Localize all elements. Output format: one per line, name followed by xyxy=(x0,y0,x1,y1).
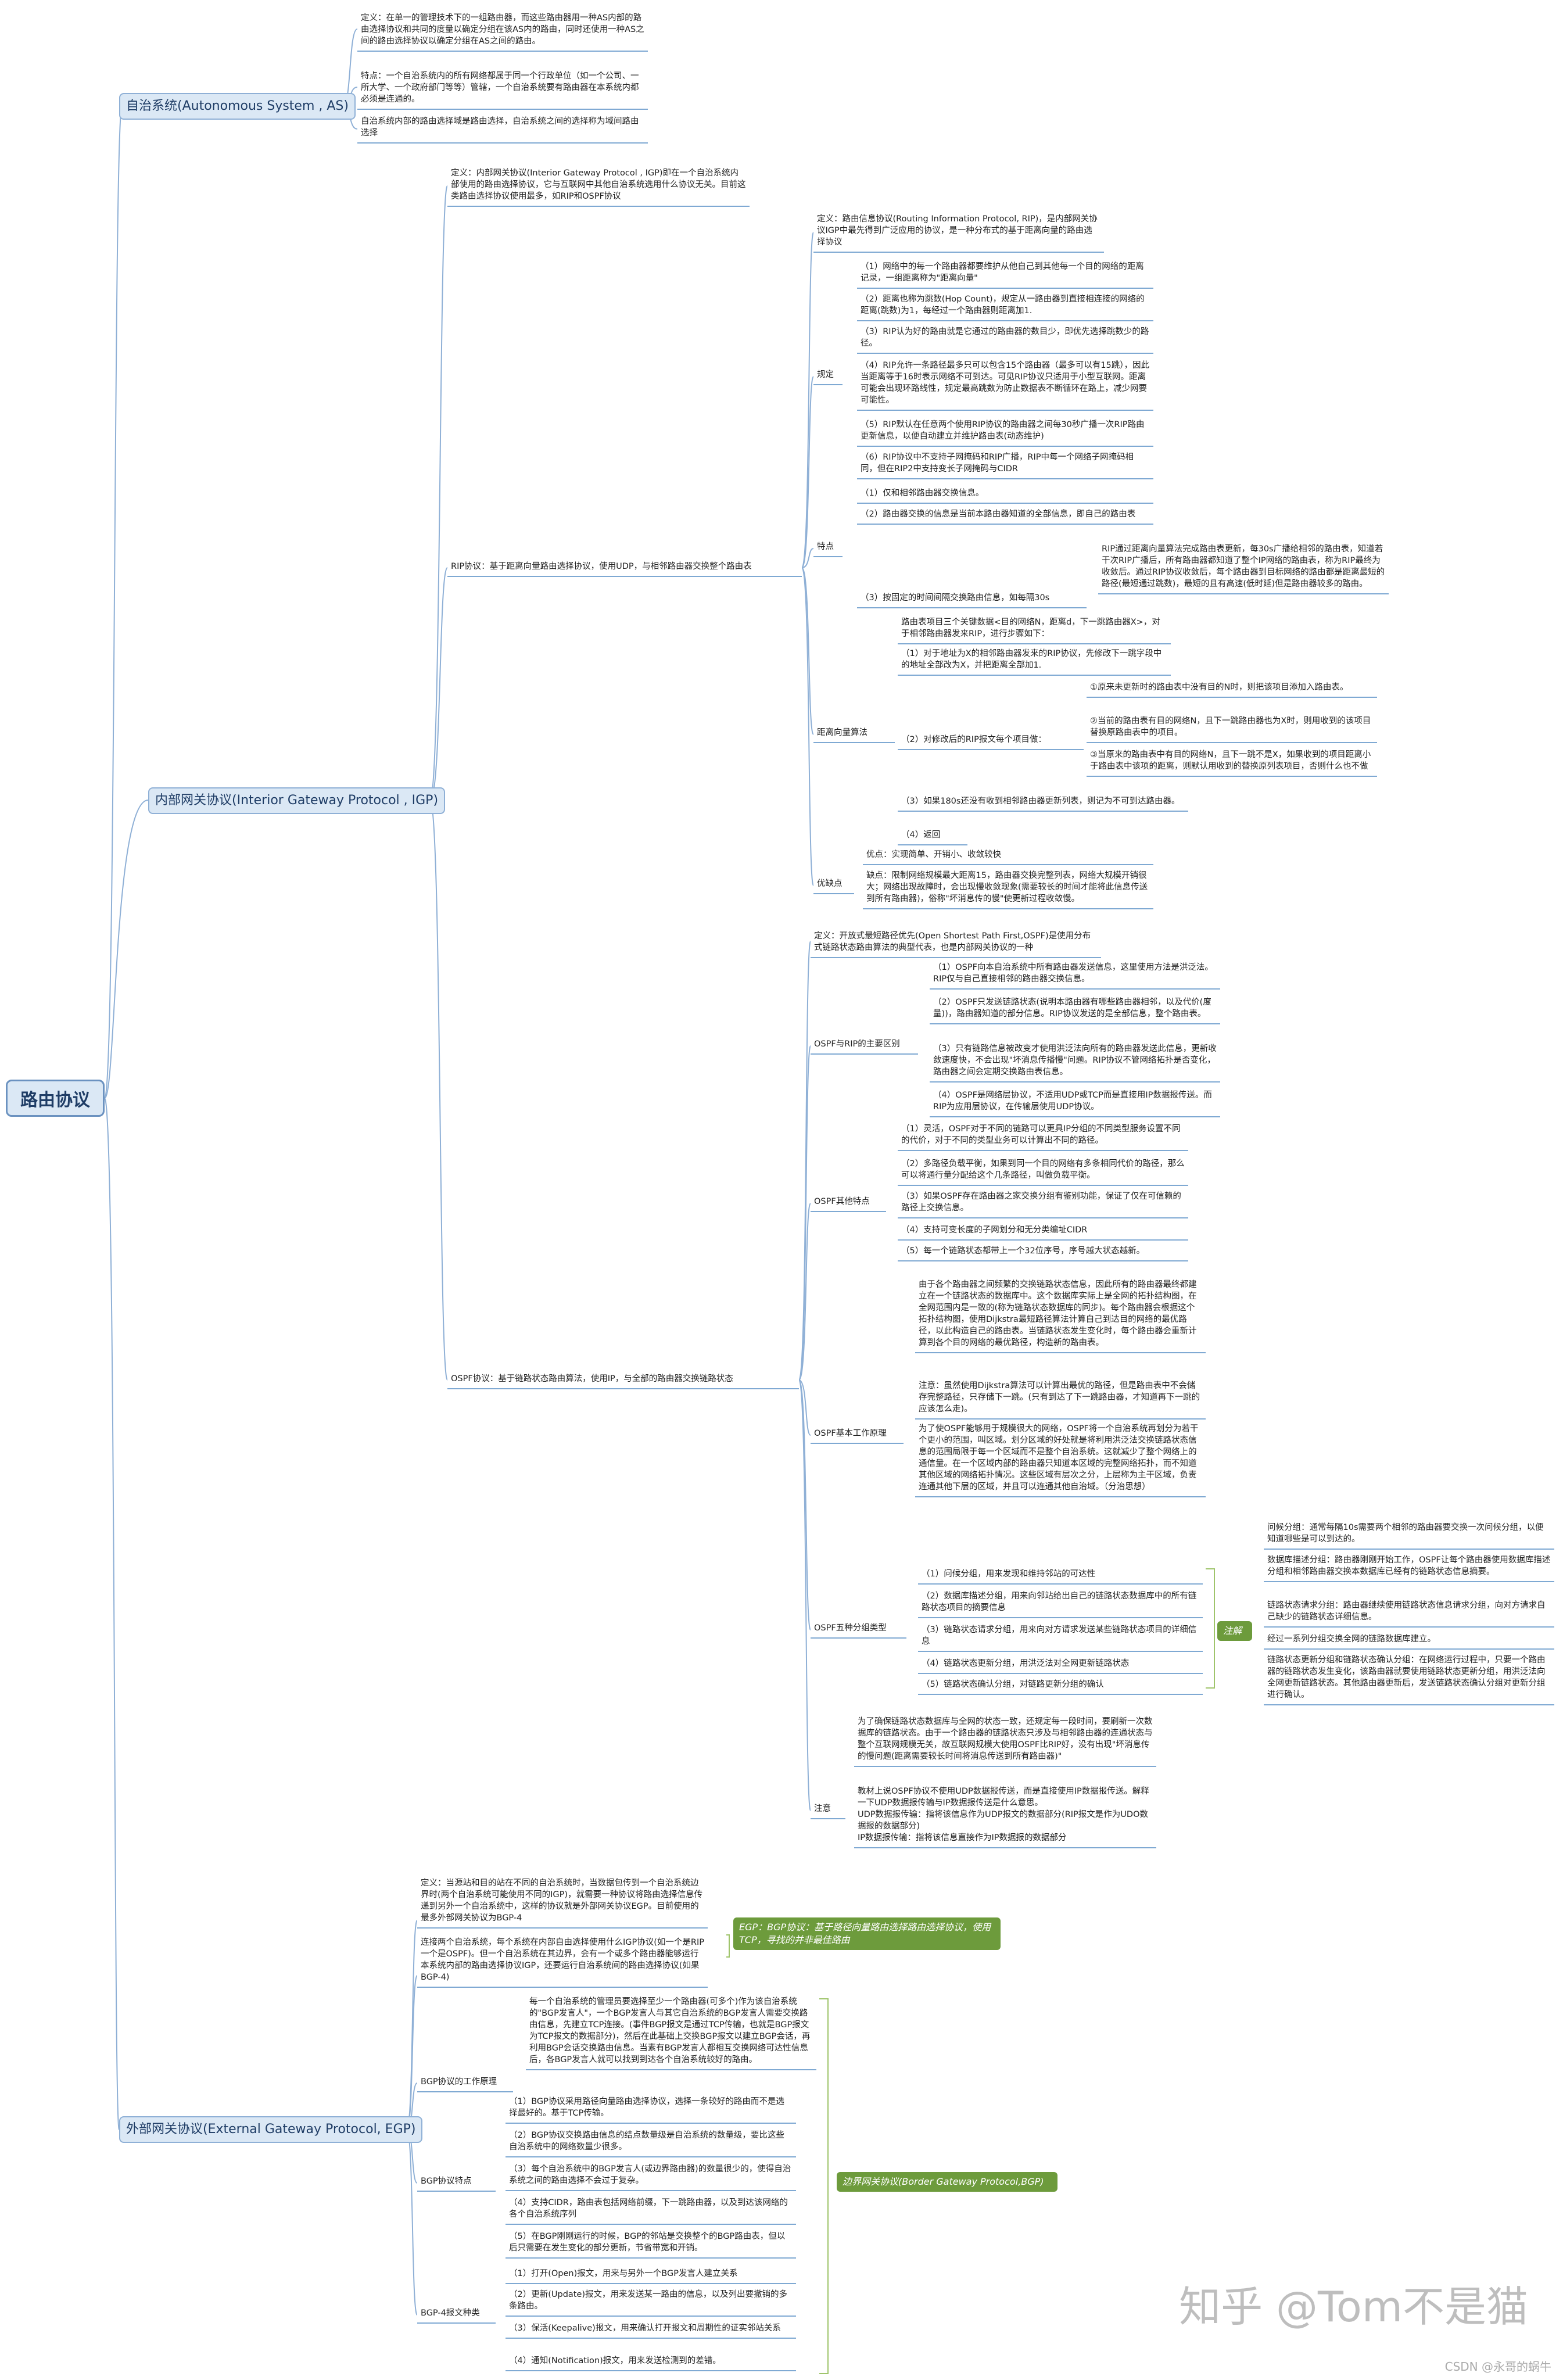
rip-rule-6: （6）RIP协议中不支持子网掩码和RIP广播，RIP中每一个网络子网掩码相同，但… xyxy=(857,450,1153,479)
bgp-features-label[interactable]: BGP协议特点 xyxy=(417,2174,496,2192)
as-routing-split: 自治系统内部的路由选择域是路由选择，自治系统之间的选择称为域间路由选择 xyxy=(357,114,648,144)
ospf-other-5: （5）每一个链路状态都带上一个32位序号，序号越大状态越新。 xyxy=(898,1243,1188,1261)
ospf-work-3: 为了使OSPF能够用于规模很大的网络，OSPF将一个自治系统再划分为若干个更小的… xyxy=(915,1421,1206,1497)
rip-algorithm-step-1: （1）对于地址为X的相邻路由器发来的RIP协议，先修改下一跳字段中的地址全部改为… xyxy=(898,646,1171,676)
igp-definition: 定义：内部网关协议(Interior Gateway Protocol , IG… xyxy=(447,166,750,207)
node-egp[interactable]: 外部网关协议(External Gateway Protocol, EGP) xyxy=(119,2116,423,2143)
ospf-packet-5: （5）链路状态确认分组，对链路更新分组的确认 xyxy=(918,1677,1203,1695)
rip-rule-1: （1）网络中的每一个路由器都要维护从他自己到其他每一个目的网络的距离记录，一组距… xyxy=(857,259,1153,289)
as-title: 自治系统(Autonomous System , AS) xyxy=(126,99,349,113)
rip-algorithm-sub-1: ①原来未更新时的路由表中没有目的N时，则把该项目添加入路由表。 xyxy=(1087,680,1377,698)
rip-pros-cons-label[interactable]: 优缺点 xyxy=(813,876,854,894)
bgp-feature-4: （4）支持CIDR，路由表包括网络前缀，下一跳路由器，以及到达该网络的各个自治系… xyxy=(506,2195,796,2225)
rip-algorithm-head: 路由表项目三个关键数据<目的网络N，距离d，下一跳路由器X>，对于相邻路由器发来… xyxy=(898,615,1171,644)
ospf-work-label[interactable]: OSPF基本工作原理 xyxy=(811,1426,904,1444)
ospf-other-2: （2）多路径负载平衡，如果到同一个目的网络有多条相同代价的路径，那么可以将通行量… xyxy=(898,1156,1188,1186)
rip-cons: 缺点：限制网络规模最大距离15，路由器交换完整列表，网络大规模开销很大；网络出现… xyxy=(863,868,1153,909)
rip-algorithm-label[interactable]: 距离向量算法 xyxy=(813,725,895,743)
ospf-packet-1: （1）问候分组，用来发现和维持邻站的可达性 xyxy=(918,1567,1203,1585)
bgp-feature-5: （5）在BGP刚刚运行的时候，BGP的邻站是交换整个的BGP路由表，但以后只需要… xyxy=(506,2229,796,2259)
ospf-diff-3: （3）只有链路信息被改变才使用洪泛法向所有的路由器发送此信息，更新收敛速度快，不… xyxy=(930,1041,1220,1083)
igp-title: 内部网关协议(Interior Gateway Protocol , IGP) xyxy=(155,793,439,808)
ospf-packet-note-2: 数据库描述分组：路由器刚刚开始工作，OSPF让每个路由器使用数据库描述分组和相邻… xyxy=(1264,1553,1554,1582)
ospf-attention-1: 为了确保链路状态数据库与全网的状态一致，还规定每一段时间，要刷新一次数据库的链路… xyxy=(854,1714,1156,1767)
ospf-packets-label[interactable]: OSPF五种分组类型 xyxy=(811,1621,906,1639)
ospf-packet-note-1: 问候分组：通常每隔10s需要两个相邻的路由器要交换一次问候分组，以便知道哪些是可… xyxy=(1264,1520,1554,1550)
egp-title: 外部网关协议(External Gateway Protocol, EGP) xyxy=(126,2122,416,2137)
rip-rule-2: （2）距离也称为跳数(Hop Count)，规定从一路由器到直接相连接的网络的距… xyxy=(857,292,1153,321)
bgp-work-text: 每一个自治系统的管理员要选择至少一个路由器(可多个)作为该自治系统的"BGP发言… xyxy=(526,1994,816,2070)
rip-algorithm-sub-2: ②当前的路由表有目的网络N，且下一跳路由器也为X时，则用收到的该项目替换原路由表… xyxy=(1087,714,1377,743)
rip-definition: 定义：路由信息协议(Routing Information Protocol, … xyxy=(813,212,1104,253)
ospf-work-2: 注意：虽然使用Dijkstra算法可以计算出最优的路径，但是路由表中不会储存完整… xyxy=(915,1378,1206,1420)
node-autonomous-system[interactable]: 自治系统(Autonomous System , AS) xyxy=(119,93,356,120)
ospf-other-1: （1）灵活，OSPF对于不同的链路可以更具IP分组的不同类型服务设置不同的代价，… xyxy=(898,1121,1188,1151)
rip-node[interactable]: RIP协议：基于距离向量路由选择协议，使用UDP，与相邻路由器交换整个路由表 xyxy=(447,559,802,577)
ospf-attention-label[interactable]: 注意 xyxy=(811,1801,845,1819)
ospf-packet-note-4: 经过一系列分组交换全网的链路数据库建立。 xyxy=(1264,1632,1554,1650)
ospf-packet-note-3: 链路状态请求分组：路由器继续使用链路状态信息请求分组，向对方请求自己缺少的链路状… xyxy=(1264,1598,1554,1628)
as-definition: 定义：在单一的管理技术下的一组路由器，而这些路由器用一种AS内部的路由选择协议和… xyxy=(357,10,648,52)
ospf-packet-note-5: 链路状态更新分组和链路状态确认分组：在网络运行过程中，只要一个路由器的链路状态发… xyxy=(1264,1653,1554,1705)
rip-algorithm-sub-3: ③当原来的路由表中有目的网络N，且下一跳不是X，如果收到的项目距离小于路由表中该… xyxy=(1087,747,1377,777)
ospf-work-1: 由于各个路由器之间频繁的交换链路状态信息，因此所有的路由器最终都建立在一个链路状… xyxy=(915,1277,1206,1353)
bgp-feature-2: （2）BGP协议交换路由信息的结点数量级是自治系统的数量级，要比这些自治系统中的… xyxy=(506,2128,796,2157)
root-title: 路由协议 xyxy=(20,1090,90,1110)
ospf-packets-note-tag[interactable]: 注解 xyxy=(1217,1621,1252,1641)
rip-algorithm-step-3: （3）如果180s还没有收到相邻路由器更新列表，则记为不可到达路由器。 xyxy=(898,794,1188,812)
root-node[interactable]: 路由协议 xyxy=(6,1080,105,1117)
ospf-definition: 定义：开放式最短路径优先(Open Shortest Path First,OS… xyxy=(811,929,1101,958)
bgp4-message-4: （4）通知(Notification)报文，用来发送检测到的差错。 xyxy=(506,2353,796,2371)
bgp-feature-3: （3）每个自治系统中的BGP发言人(或边界路由器)的数量很少的，使得自治系统之间… xyxy=(506,2162,796,2191)
ospf-packet-2: （2）数据库描述分组，用来向邻站给出自己的链路状态数据库中的所有链路状态项目的摘… xyxy=(918,1589,1203,1618)
ospf-packet-3: （3）链路状态请求分组，用来向对方请求发送某些链路状态项目的详细信息 xyxy=(918,1622,1203,1652)
node-igp[interactable]: 内部网关协议(Interior Gateway Protocol , IGP) xyxy=(148,787,446,814)
ospf-node[interactable]: OSPF协议：基于链路状态路由算法，使用IP，与全部的路由器交换链路状态 xyxy=(447,1371,799,1389)
ospf-diff-label[interactable]: OSPF与RIP的主要区别 xyxy=(811,1037,918,1055)
source-footer: CSDN @永哥的蜗牛 xyxy=(1444,2360,1551,2374)
ospf-diff-1: （1）OSPF向本自治系统中所有路由器发送信息，这里使用方法是洪泛法。RIP仅与… xyxy=(930,960,1220,990)
watermark: 知乎 @Tom不是猫 xyxy=(1179,2282,1528,2331)
rip-feature-2: （2）路由器交换的信息是当前本路由器知道的全部信息，即自己的路由表 xyxy=(857,507,1153,525)
bgp4-message-1: （1）打开(Open)报文，用来与另外一个BGP发言人建立关系 xyxy=(506,2266,796,2284)
bgp4-messages-label[interactable]: BGP-4报文种类 xyxy=(417,2306,496,2324)
rip-pros: 优点：实现简单、开销小、收敛较快 xyxy=(863,847,1153,865)
rip-algorithm-step-4: （4）返回 xyxy=(898,827,967,845)
bgp-feature-1: （1）BGP协议采用路径向量路由选择协议，选择一条较好的路由而不是选择最好的。基… xyxy=(506,2094,796,2124)
ospf-diff-4: （4）OSPF是网络层协议，不适用UDP或TCP而是直接用IP数据报传送。而RI… xyxy=(930,1088,1220,1117)
ospf-diff-2: （2）OSPF只发送链路状态(说明本路由器有哪些路由器相邻，以及代价(度量))，… xyxy=(930,995,1220,1024)
ospf-other-label[interactable]: OSPF其他特点 xyxy=(811,1194,886,1212)
bgp4-message-2: （2）更新(Update)报文，用来发送某一路由的信息，以及列出要撤销的多条路由… xyxy=(506,2287,796,2317)
as-feature: 特点：一个自治系统内的所有网络都属于同一个行政单位（如一个公司、一所大学、一个政… xyxy=(357,69,648,110)
rip-features-label[interactable]: 特点 xyxy=(813,539,843,557)
rip-rule-3: （3）RIP认为好的路由就是它通过的路由器的数目少，即优先选择跳数少的路径。 xyxy=(857,324,1153,354)
bgp4-message-3: （3）保活(Keepalive)报文，用来确认打开报文和周期性的证实邻站关系 xyxy=(506,2321,796,2339)
bgp-full-name-note[interactable]: 边界网关协议(Border Gateway Protocol,BGP) xyxy=(837,2172,1057,2192)
bgp-work-label[interactable]: BGP协议的工作原理 xyxy=(417,2074,513,2092)
ospf-other-4: （4）支持可变长度的子网划分和无分类编址CIDR xyxy=(898,1223,1188,1241)
ospf-other-3: （3）如果OSPF存在路由器之家交换分组有鉴别功能，保证了仅在可信赖的路径上交换… xyxy=(898,1189,1188,1218)
rip-rule-4: （4）RIP允许一条路径最多只可以包含15个路由器（最多可以有15跳），因此当距… xyxy=(857,358,1153,411)
egp-definition: 定义：当源站和目的站在不同的自治系统时，当数据包传到一个自治系统边界时(两个自治… xyxy=(417,1876,708,1929)
rip-feature-1: （1）仅和相邻路由器交换信息。 xyxy=(857,486,1153,504)
ospf-attention-2: 教材上说OSPF协议不使用UDP数据报传送，而是直接使用IP数据报传送。解释一下… xyxy=(854,1784,1156,1848)
rip-rule-5: （5）RIP默认在任意两个使用RIP协议的路由器之间每30秒广播一次RIP路由更… xyxy=(857,417,1153,447)
rip-algorithm-step-2: （2）对修改后的RIP报文每个项目做： xyxy=(898,732,1084,750)
rip-feature-3: （3）按固定的时间间隔交换路由信息，如每隔30s xyxy=(857,590,1087,608)
egp-bgp-note[interactable]: EGP：BGP协议：基于路径向量路由选择路由选择协议，使用TCP，寻找的并非最佳… xyxy=(733,1917,1001,1950)
ospf-packet-4: （4）链路状态更新分组，用洪泛法对全网更新链路状态 xyxy=(918,1656,1203,1674)
egp-connect: 连接两个自治系统，每个系统在内部自由选择使用什么IGP协议(如一个是RIP一个是… xyxy=(417,1935,708,1988)
rip-rules-label[interactable]: 规定 xyxy=(813,367,843,385)
rip-feature-3-note: RIP通过距离向量算法完成路由表更新，每30s广播给相邻的路由表，知道若干次RI… xyxy=(1098,542,1389,594)
